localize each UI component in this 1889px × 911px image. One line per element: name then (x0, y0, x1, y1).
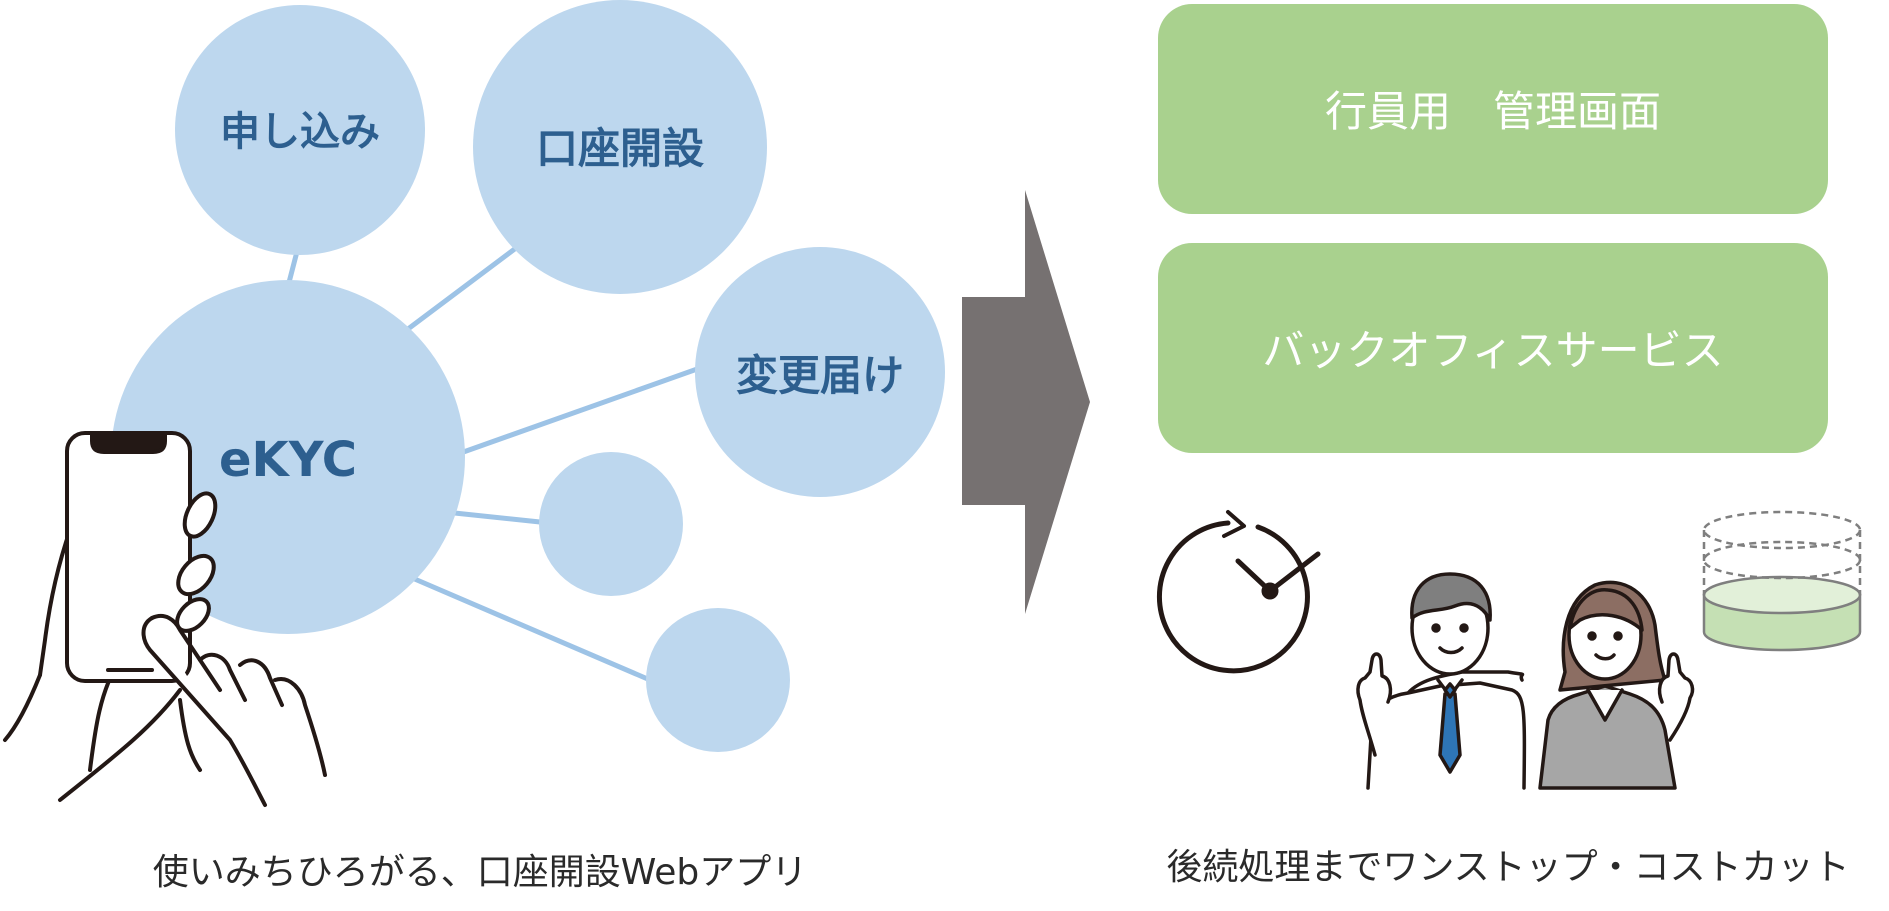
smartphone-in-hand-icon (3, 431, 327, 807)
bubble-open-account (473, 0, 767, 294)
system-boxes: 行員用 管理画面 バックオフィスサービス (1158, 4, 1828, 453)
connector-change-notice (452, 365, 703, 458)
bubble-change-notice (695, 247, 945, 497)
bubble-blank-2 (646, 608, 790, 752)
business-people-icon (1356, 572, 1695, 790)
bubble-blank-1 (539, 452, 683, 596)
box-back-office-label: バックオフィスサービス (1262, 326, 1723, 375)
bubble-connectors (283, 237, 703, 683)
right-caption: 後続処理までワンストップ・コストカット (1166, 847, 1849, 888)
box-admin-screen-label: 行員用 管理画面 (1325, 87, 1661, 136)
bubble-open-account-label: 口座開設 (536, 124, 704, 173)
bubble-apply-label: 申し込み (220, 109, 380, 155)
connector-open-account (397, 242, 523, 338)
bubble-apply (175, 5, 425, 255)
connector-blank-1 (442, 509, 543, 525)
cylinder-gauge-icon (1702, 510, 1862, 652)
bubble-cluster: 申し込み 口座開設 変更届け eKYC (111, 0, 945, 752)
bubble-ekyc-label: eKYC (219, 432, 357, 488)
box-admin-screen (1158, 4, 1828, 214)
clock-icon (1156, 510, 1321, 674)
connector-blank-2 (407, 574, 653, 683)
left-caption: 使いみちひろがる、口座開設Webアプリ (153, 852, 808, 893)
bubble-change-notice-label: 変更届け (736, 351, 904, 400)
box-back-office (1158, 243, 1828, 453)
bubble-ekyc (111, 280, 465, 634)
right-arrow-icon (962, 190, 1090, 614)
